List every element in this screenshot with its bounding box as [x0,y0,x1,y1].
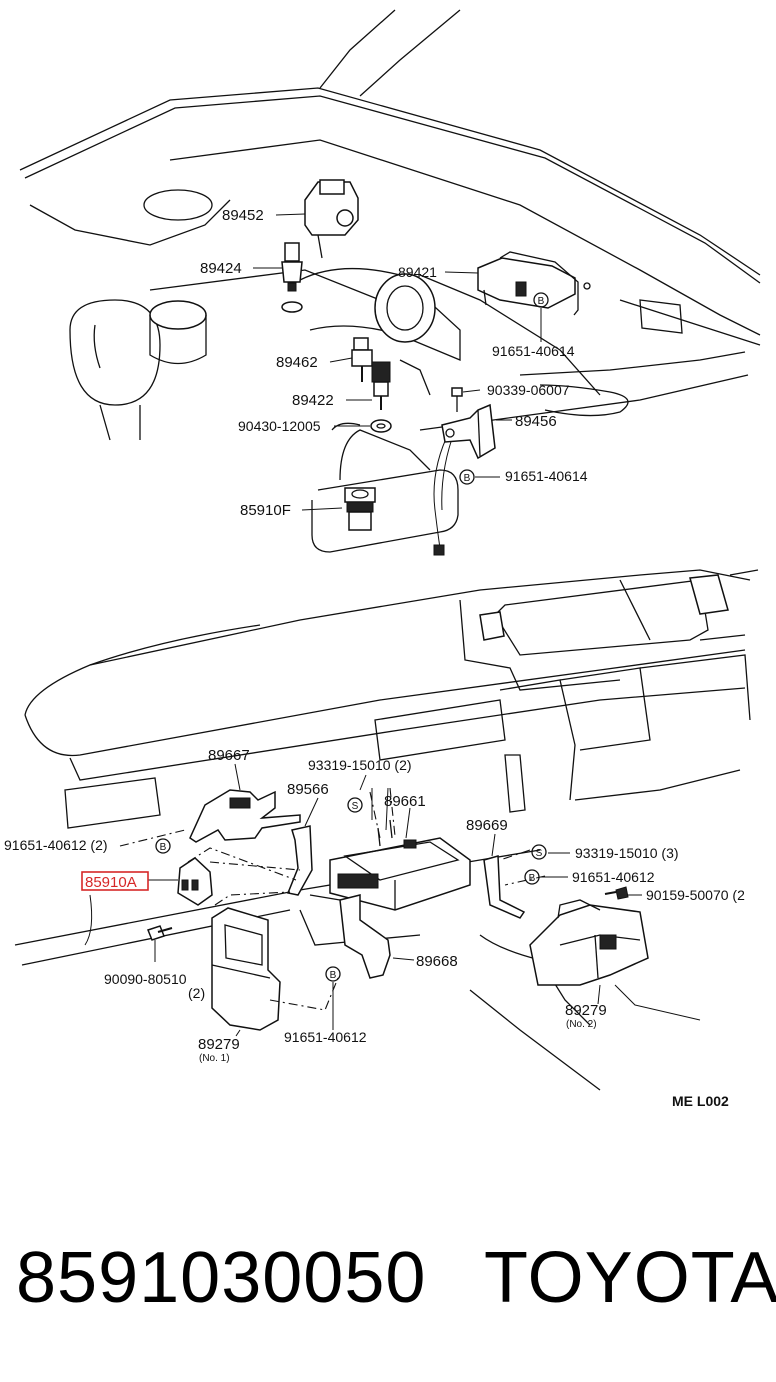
label-91651-40614-mid[interactable]: 91651-40614 [505,468,588,484]
svg-text:B: B [529,873,536,884]
label-89566[interactable]: 89566 [287,781,329,798]
label-90430-12005[interactable]: 90430-12005 [238,418,321,434]
part-89422 [371,361,391,410]
label-91651-40614-top[interactable]: 91651-40614 [492,343,575,359]
part-89279-no2 [529,899,649,986]
part-90159-50070 [604,886,629,900]
engine-bay-outline [19,9,761,556]
label-89279-no1-sub: (No. 1) [199,1053,230,1064]
label-89667[interactable]: 89667 [208,747,250,764]
marker-b-1: B [533,292,549,308]
label-89452[interactable]: 89452 [222,207,264,224]
diagram-code: ME L002 [672,1093,729,1109]
marker-s-1: S [347,797,363,813]
part-89452 [304,179,359,259]
marker-b-4: B [524,869,540,885]
part-89462 [351,337,373,382]
highlight-box-85910A [81,871,149,891]
label-89424[interactable]: 89424 [200,260,242,277]
brand-name: TOYOTA [484,1238,776,1318]
label-91651-40612-right[interactable]: 91651-40612 [572,869,655,885]
label-89462[interactable]: 89462 [276,354,318,371]
part-footer: 8591030050 TOYOTA [0,1228,776,1338]
label-90159-50070[interactable]: 90159-50070 (2 [646,887,745,903]
parts-diagram: B B B S S B B 89452 89424 89421 [4,9,761,1109]
svg-text:B: B [464,473,471,484]
label-90090-qty[interactable]: (2) [188,985,205,1001]
label-89661[interactable]: 89661 [384,793,426,810]
part-90339-06007 [451,387,463,412]
part-89668 [309,894,391,979]
svg-text:S: S [352,801,359,812]
part-89667 [189,789,301,843]
part-85910A [177,857,213,906]
label-89279-no2-sub: (No. 2) [566,1019,597,1030]
part-89456 [441,403,496,460]
marker-b-5: B [325,966,341,982]
part-89421 [477,251,591,316]
marker-s-2: S [531,844,547,860]
svg-text:B: B [330,970,337,981]
fastener-markers: B B B S S B B [155,292,549,982]
part-89669 [483,855,526,919]
label-85910F[interactable]: 85910F [240,502,291,519]
svg-text:B: B [538,296,545,307]
marker-b-3: B [155,838,171,854]
label-89456[interactable]: 89456 [515,413,557,430]
svg-text:S: S [536,848,543,859]
part-89566 [286,825,313,896]
part-90430-12005 [370,419,392,433]
label-85910A[interactable]: 85910A [85,874,137,891]
marker-b-2: B [459,469,475,485]
label-89669[interactable]: 89669 [466,817,508,834]
part-labels: 89452 89424 89421 91651-40614 89462 8942… [4,207,745,1109]
label-89422[interactable]: 89422 [292,392,334,409]
part-85910F-assembly [311,422,459,553]
label-93319-15010-2[interactable]: 93319-15010 (2) [308,757,412,773]
label-89668[interactable]: 89668 [416,953,458,970]
svg-text:B: B [160,842,167,853]
label-89279-no2[interactable]: 89279 [565,1002,607,1019]
part-89279-no1 [211,907,281,1031]
label-93319-15010-3[interactable]: 93319-15010 (3) [575,845,679,861]
label-89279-no1[interactable]: 89279 [198,1036,240,1053]
leader-lines [148,213,701,1037]
part-number: 8591030050 [16,1238,427,1318]
label-90339-06007[interactable]: 90339-06007 [487,382,570,398]
label-91651-40612-2[interactable]: 91651-40612 (2) [4,837,108,853]
part-90090-80510 [147,925,173,941]
label-90090-80510[interactable]: 90090-80510 [104,971,187,987]
part-89424 [281,242,303,313]
label-91651-40612-bottom[interactable]: 91651-40612 [284,1029,367,1045]
part-89661-ecu [329,819,471,911]
label-89421[interactable]: 89421 [398,264,437,280]
